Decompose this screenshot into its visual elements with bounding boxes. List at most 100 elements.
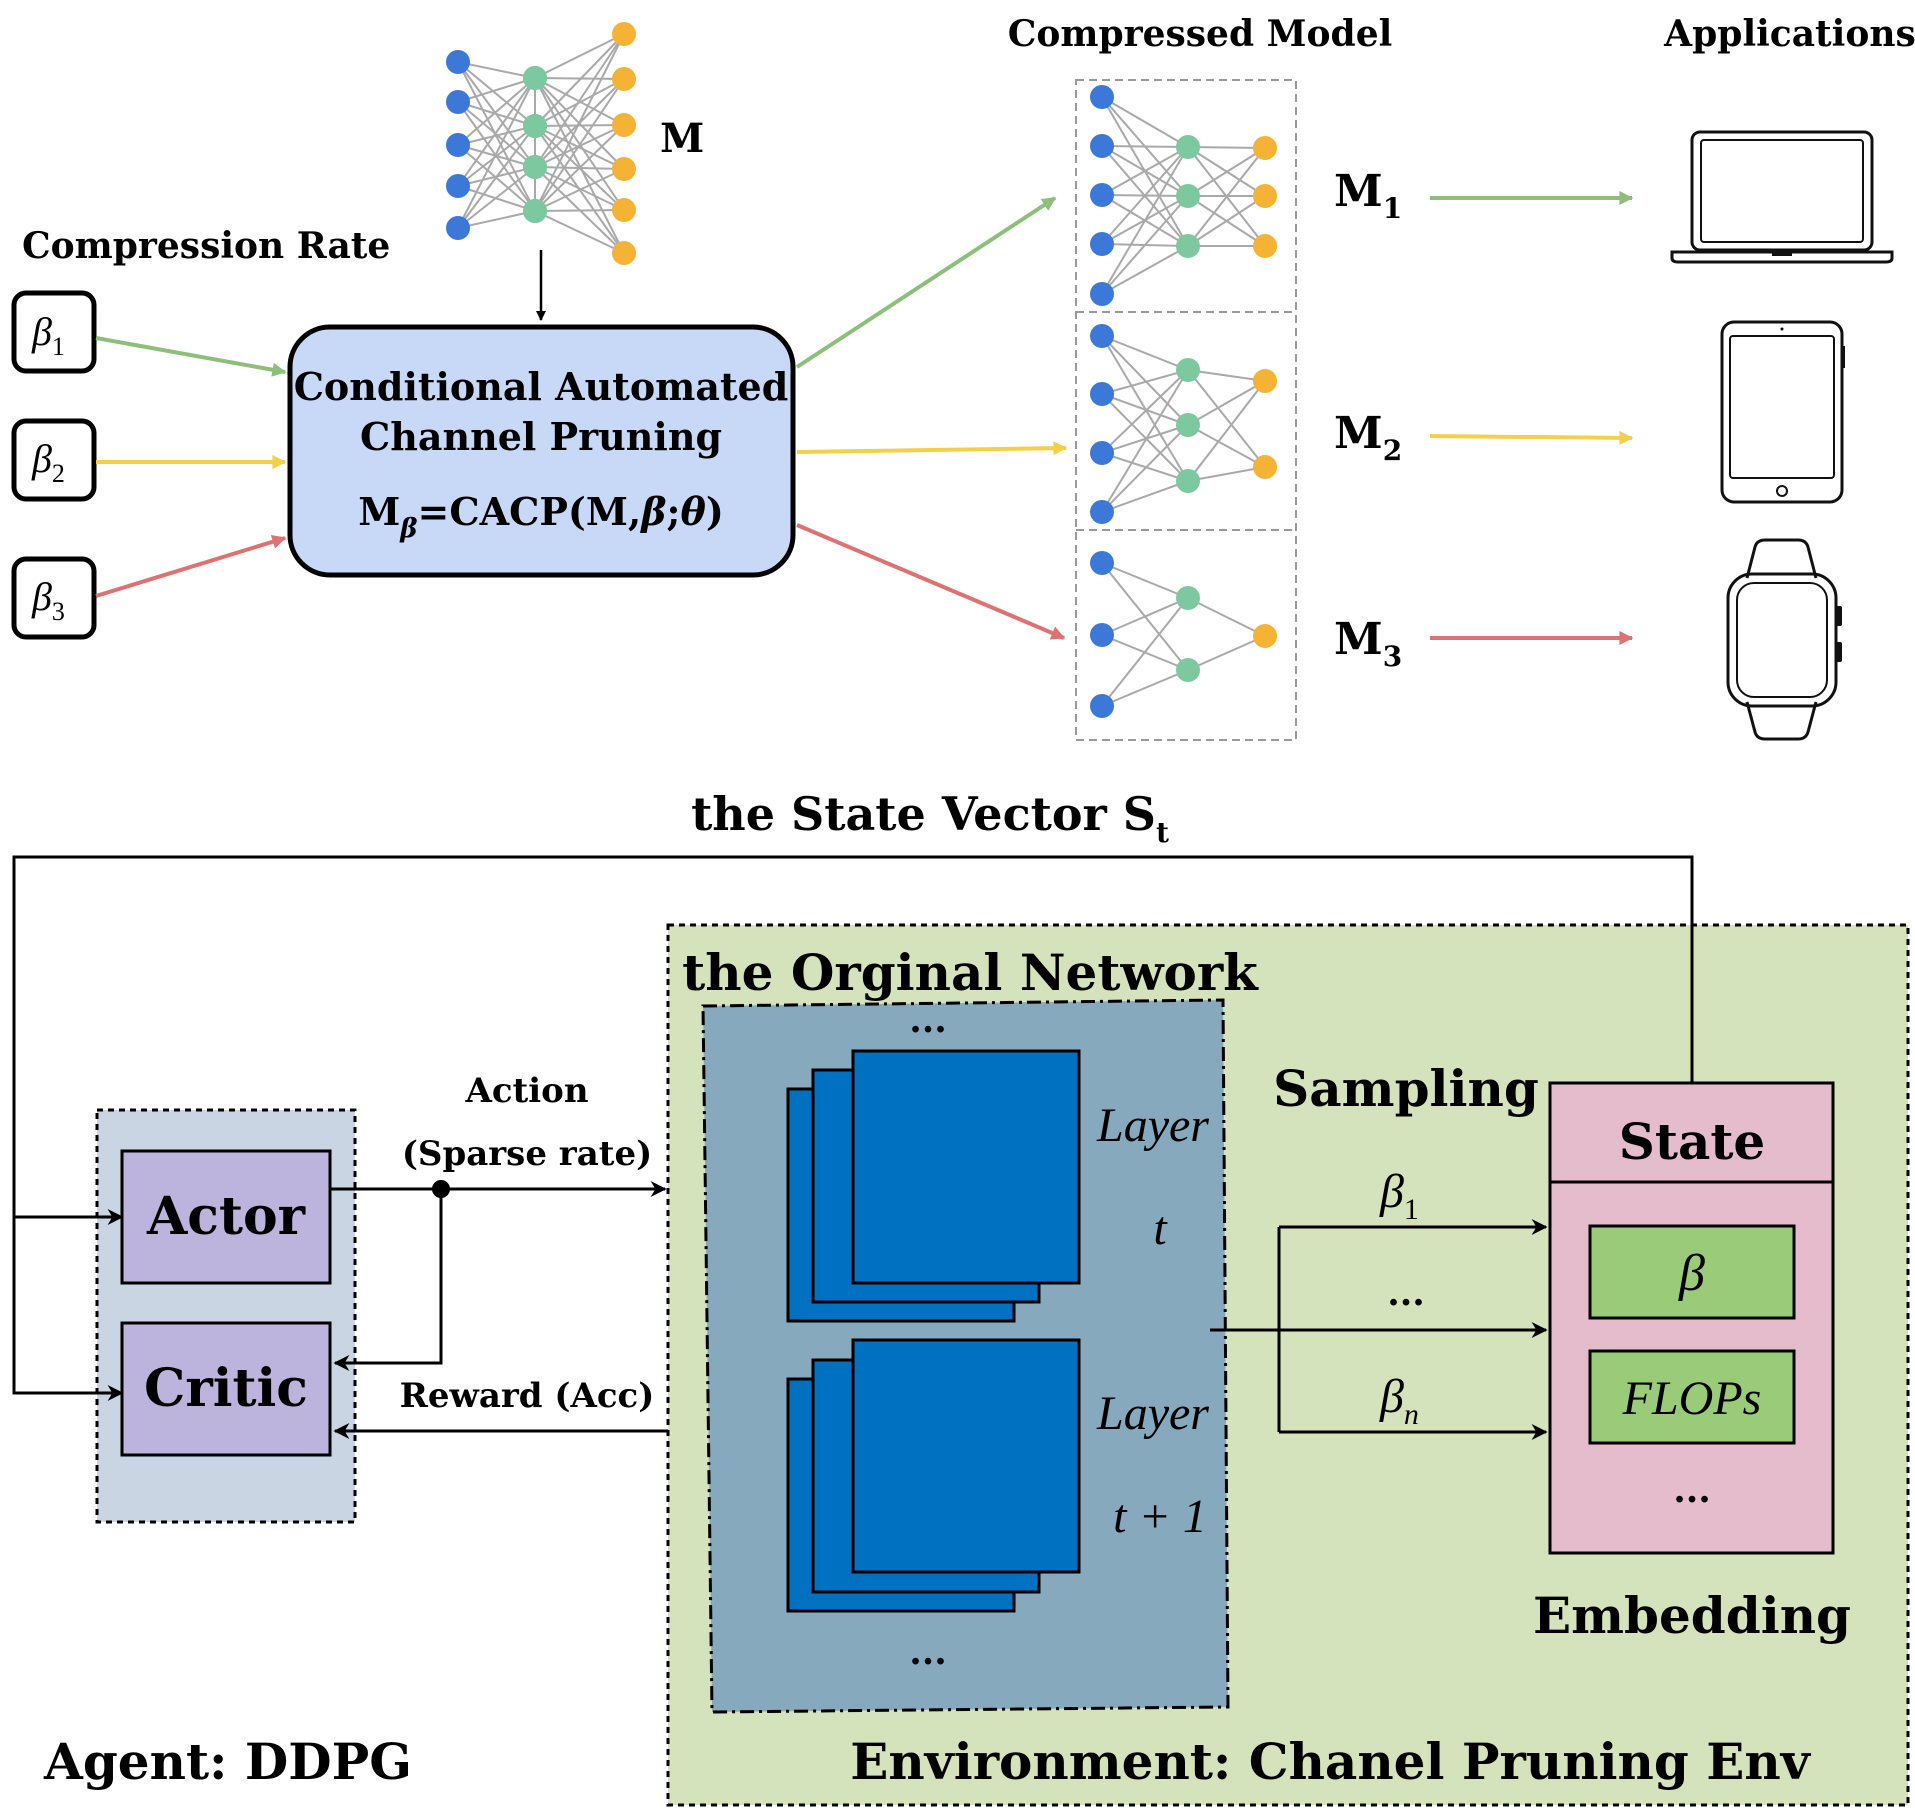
network-edge	[1187, 369, 1266, 382]
compressed-models-container	[1075, 79, 1297, 741]
network-edge	[1187, 635, 1266, 671]
agent-label: Agent: DDPG	[43, 1732, 412, 1791]
sparse-rate-label: (Sparse rate)	[402, 1134, 652, 1174]
svg-text:β3: β3	[31, 574, 65, 626]
output-node	[1253, 455, 1277, 479]
sampling-beta-n: βn	[1379, 1370, 1419, 1431]
network-edge	[1101, 146, 1189, 245]
hidden-node	[1176, 413, 1200, 437]
network-edge	[1101, 245, 1189, 295]
action-to-critic-arrow	[333, 1189, 443, 1371]
hidden-node	[1176, 658, 1200, 682]
original-network-label: the Orginal Network	[682, 943, 1259, 1002]
network-edge	[1187, 597, 1266, 637]
input-node	[1090, 623, 1114, 647]
input-node	[1090, 500, 1114, 524]
output-node	[612, 241, 636, 265]
network-edge	[534, 210, 625, 254]
network-edge	[1187, 380, 1266, 482]
cacp-box: Conditional Automated Channel Pruning Mβ…	[287, 324, 796, 578]
beta-sub-3: 3	[52, 597, 65, 626]
compressed-network-m1	[1090, 85, 1277, 306]
network-edge	[534, 33, 625, 212]
network-edge	[457, 61, 536, 79]
network-edge	[1101, 369, 1189, 395]
actor-box: Actor	[120, 1149, 332, 1285]
hidden-node	[1176, 358, 1200, 382]
hidden-node	[1176, 234, 1200, 258]
network-edge	[1101, 369, 1189, 454]
compressed-model-label: Compressed Model	[1008, 13, 1393, 55]
model-label-m1: M1	[1334, 166, 1402, 225]
network-edge	[457, 166, 536, 229]
network-edge	[534, 77, 625, 80]
layer-t1-index: t + 1	[1113, 1490, 1207, 1543]
network-edge	[1101, 597, 1189, 707]
output-node	[612, 67, 636, 91]
input-node	[1090, 282, 1114, 306]
network-edge	[1101, 369, 1189, 513]
beta-symbol-3: β	[31, 574, 52, 619]
network-edge	[1101, 335, 1189, 426]
network-edge	[1101, 393, 1189, 482]
network-edge	[534, 124, 625, 127]
network-edge	[534, 209, 625, 212]
network-edge	[534, 125, 625, 170]
network-edge	[1187, 147, 1266, 197]
hidden-node	[1176, 184, 1200, 208]
input-node	[1090, 134, 1114, 158]
output-node	[1253, 136, 1277, 160]
network-edge	[457, 125, 536, 146]
network-edges	[1101, 335, 1266, 513]
hidden-node	[523, 66, 547, 90]
network-edge	[1101, 424, 1189, 454]
hidden-node	[1176, 469, 1200, 493]
cacp-title-line1: Conditional Automated	[294, 364, 789, 409]
network-edge	[1187, 369, 1266, 468]
compressed-network-m2	[1090, 324, 1277, 524]
network-edge	[534, 78, 625, 212]
network-edge	[534, 33, 625, 168]
hidden-node	[523, 114, 547, 138]
network-edge	[534, 168, 625, 212]
input-node	[1090, 551, 1114, 575]
layer-t-label: Layer	[1096, 1099, 1209, 1152]
network-edge	[534, 77, 625, 254]
network-edge	[534, 166, 625, 211]
input-node	[446, 133, 470, 157]
network-edge	[1101, 480, 1189, 513]
network-edge	[1187, 380, 1266, 426]
original-model-network	[446, 22, 636, 265]
state-item-beta	[1588, 1224, 1796, 1320]
network-edge	[457, 125, 536, 229]
compressed-network-m3	[1090, 551, 1277, 718]
smartwatch-icon	[1726, 538, 1842, 741]
input-node	[1090, 441, 1114, 465]
network-edge	[457, 77, 536, 146]
network-edge	[1101, 452, 1189, 482]
network-edge	[534, 124, 625, 212]
beta-sub-1: 1	[52, 332, 65, 361]
input-node	[1090, 324, 1114, 348]
output-node	[1253, 369, 1277, 393]
network-edge	[457, 77, 536, 187]
output-arrow-m3	[796, 523, 1066, 640]
network-edge	[1187, 147, 1266, 247]
network-edge	[1101, 393, 1189, 426]
svg-text:β2: β2	[31, 436, 65, 488]
original-model-label: M	[660, 115, 704, 162]
network-edge	[1101, 562, 1189, 599]
state-label: State	[1619, 1112, 1766, 1171]
cacp-formula: Mβ=CACP(M,β;θ)	[358, 489, 724, 544]
network-edge	[457, 210, 536, 229]
applications-label: Applications	[1663, 13, 1915, 55]
network-edge	[1101, 96, 1189, 148]
output-node	[612, 22, 636, 46]
embedding-label: Embedding	[1533, 1586, 1851, 1645]
environment-label: Environment: Chanel Pruning Env	[850, 1732, 1812, 1791]
input-node	[446, 174, 470, 198]
critic-box: Critic	[120, 1321, 332, 1457]
sampling-beta-1: β1	[1379, 1165, 1419, 1226]
output-node	[612, 198, 636, 222]
model-label-m3: M3	[1334, 614, 1402, 673]
